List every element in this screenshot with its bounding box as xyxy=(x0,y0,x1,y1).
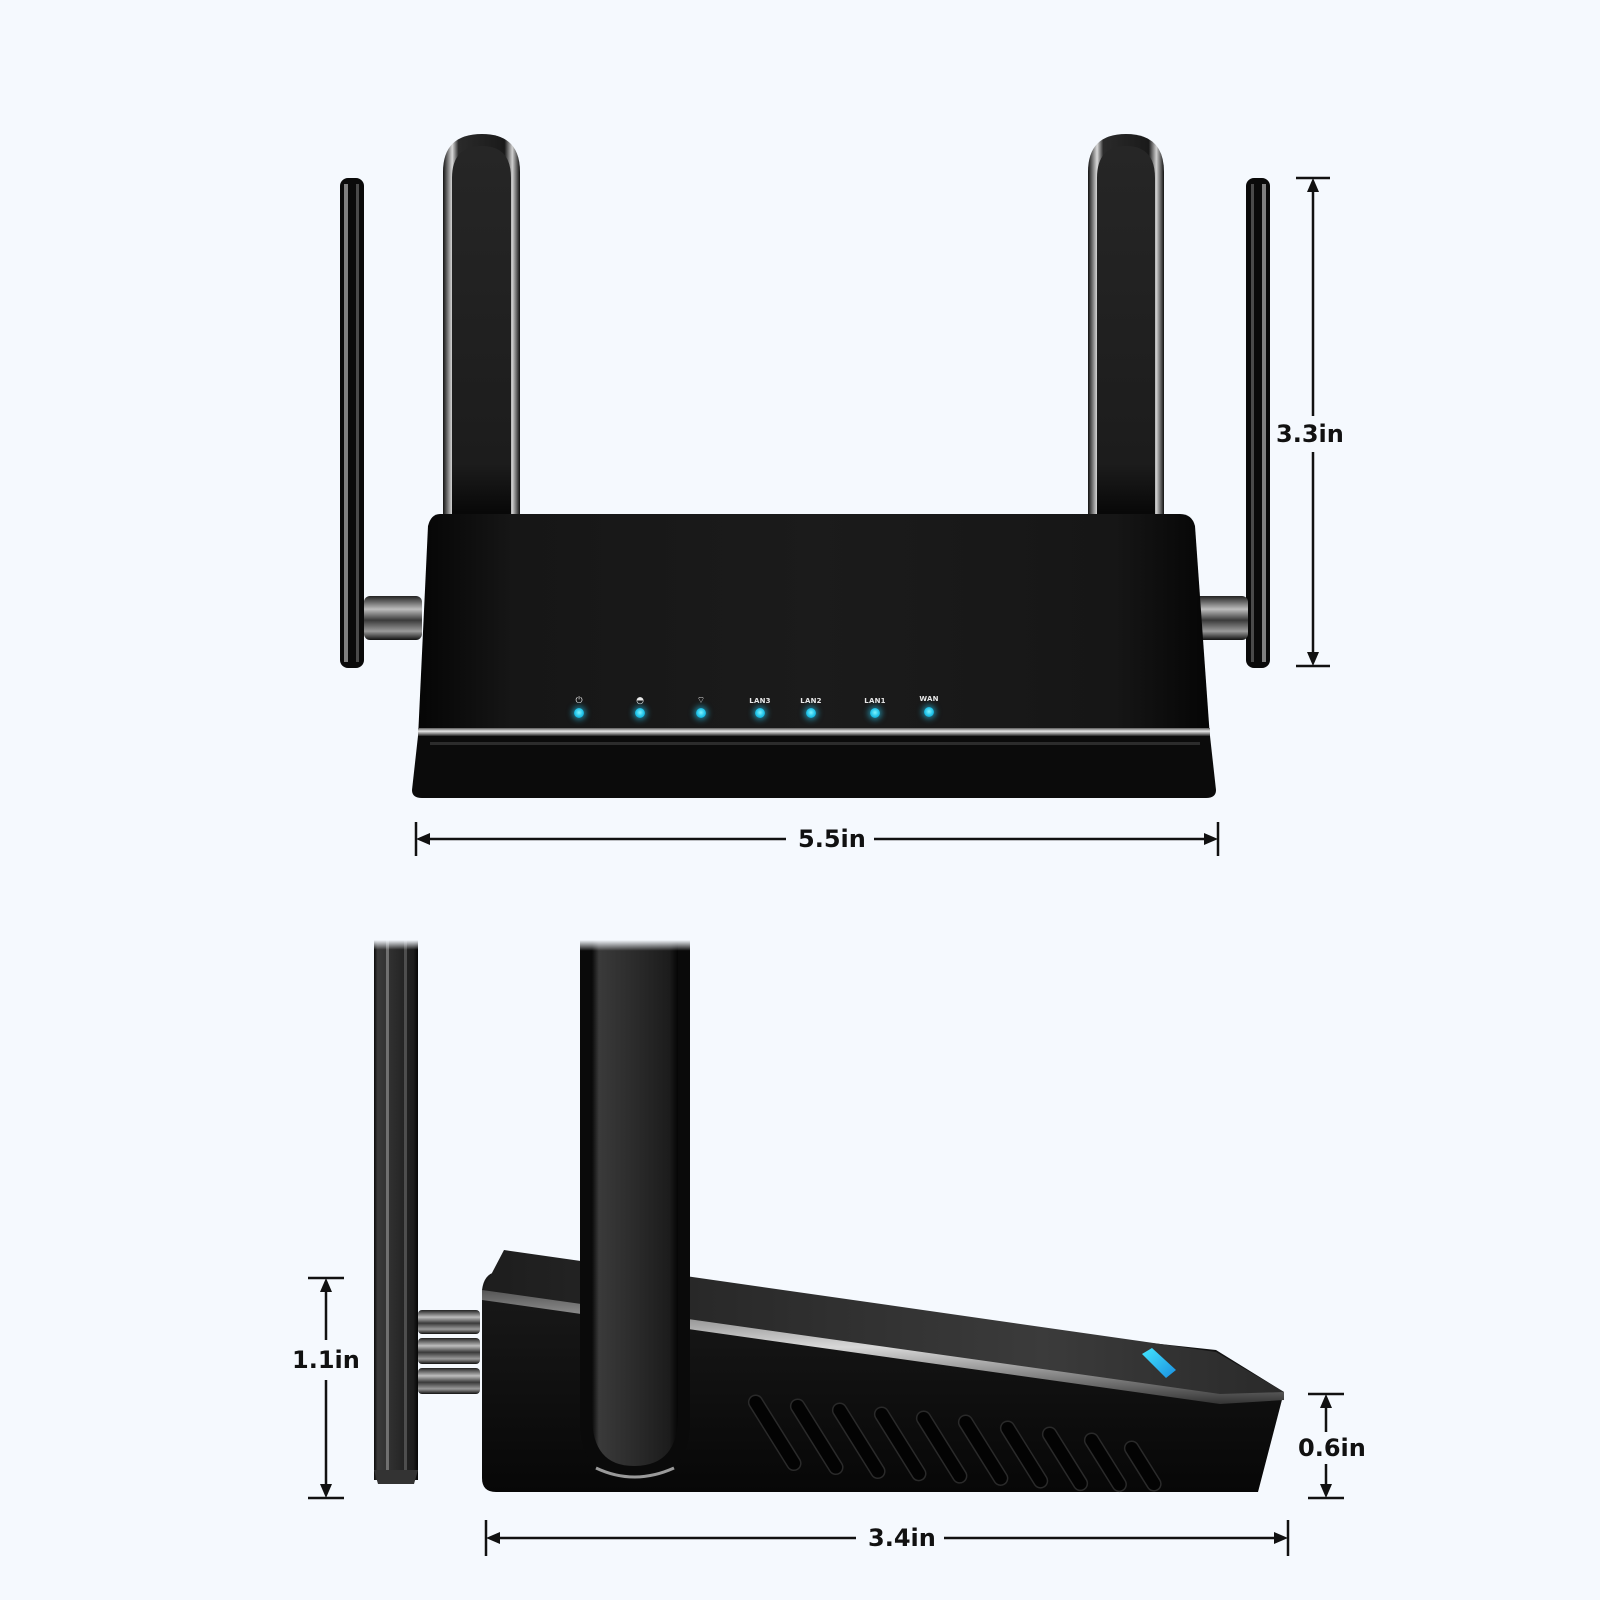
antenna-outer-left xyxy=(340,178,422,668)
dimension-width-front xyxy=(414,822,1220,856)
height-label: 3.3in xyxy=(1276,420,1344,448)
wifi-icon: ⌔ xyxy=(696,696,706,706)
front-view: ⏻ ◓ ⌔ LAN3 LAN2 LAN1 WAN 3.3in 5.5in xyxy=(340,134,1344,856)
antenna-inner-right xyxy=(1088,134,1164,520)
lan1-label: LAN1 xyxy=(864,697,886,705)
side-front-antenna xyxy=(580,940,690,1480)
wan-led xyxy=(924,707,934,717)
side-vent-slots xyxy=(747,1394,1162,1493)
lan2-led xyxy=(806,708,816,718)
dimension-height-front xyxy=(1296,176,1330,668)
width-label: 5.5in xyxy=(790,825,874,853)
router-body-front xyxy=(412,514,1216,798)
dimension-depth xyxy=(484,1520,1290,1556)
wan-label: WAN xyxy=(919,695,939,703)
dimension-rear-height xyxy=(308,1276,344,1500)
lan1-led xyxy=(870,708,880,718)
lan2-label: LAN2 xyxy=(800,697,822,705)
side-view: 1.1in 0.6in 3.4in xyxy=(0,880,1600,1600)
rear-height-label: 1.1in xyxy=(290,1346,362,1374)
antenna-outer-right xyxy=(1194,178,1270,668)
side-view-illustration xyxy=(308,940,1344,1556)
front-height-label: 0.6in xyxy=(1296,1434,1368,1462)
internet-led xyxy=(635,708,645,718)
lan3-label: LAN3 xyxy=(749,697,771,705)
internet-icon: ◓ xyxy=(636,696,644,706)
depth-label: 3.4in xyxy=(860,1524,944,1552)
lan3-led xyxy=(755,708,765,718)
power-led xyxy=(574,708,584,718)
wifi-led xyxy=(696,708,706,718)
power-icon: ⏻ xyxy=(575,696,583,706)
front-view-illustration xyxy=(340,134,1330,856)
dimension-front-height xyxy=(1308,1392,1344,1500)
antenna-inner-left xyxy=(443,134,520,520)
side-rear-antenna xyxy=(374,940,480,1484)
